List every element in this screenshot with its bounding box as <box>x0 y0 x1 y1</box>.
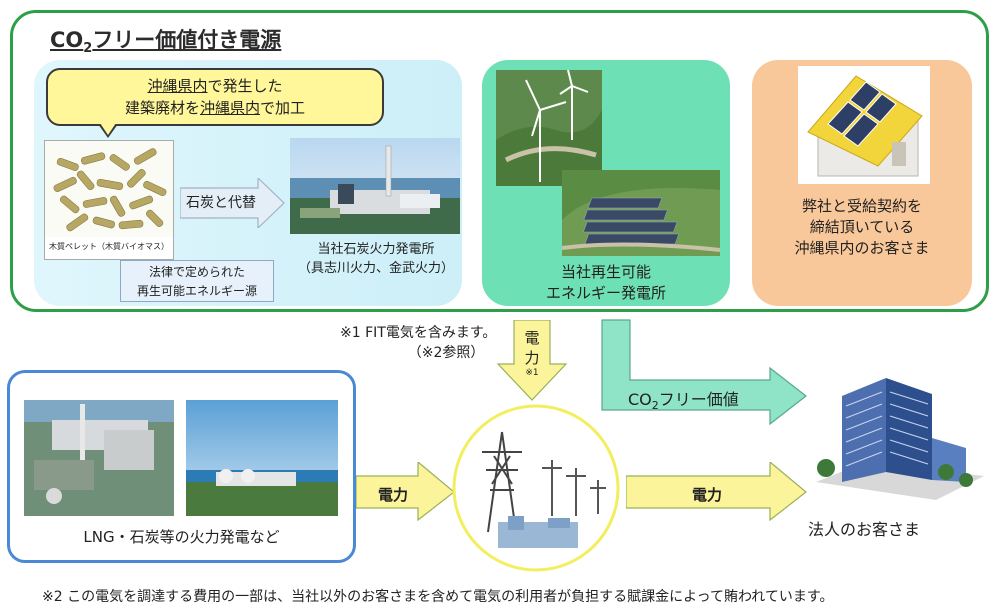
power-arrow-right <box>626 462 807 522</box>
co2-free-value-label: CO2フリー価値 <box>628 390 739 413</box>
source-bubble: 沖縄県内で発生した 建築廃材を沖縄県内で加工 <box>46 68 384 126</box>
contract-customer-caption: 弊社と受給契約を 締結頂いている 沖縄県内のお客さま <box>794 197 930 257</box>
pellet-caption: 木質ペレット（木質バイオマス） <box>49 242 169 251</box>
coal-plant-photo <box>290 138 460 234</box>
legal-renewable-label: 法律で定められた 再生可能エネルギー源 <box>120 260 274 302</box>
coal-plant-caption: 当社石炭火力発電所 （具志川火力、金武火力） <box>297 242 454 276</box>
wind-turbine-photo <box>496 70 602 186</box>
fit-note: ※1 FIT電気を含みます。 （※2参照） <box>340 325 497 361</box>
thermal-caption: LNG・石炭等の火力発電など <box>83 528 280 546</box>
power-arrow-left <box>356 462 455 522</box>
co2-free-value-arrow <box>601 319 807 426</box>
renewable-caption: 当社再生可能 エネルギー発電所 <box>545 263 666 302</box>
wood-pellet-photo: 木質ペレット（木質バイオマス） <box>44 140 174 260</box>
power-left-label: 電力 <box>378 486 409 504</box>
solar-farm-photo <box>562 170 720 256</box>
grid-circle <box>452 404 620 572</box>
thermal-frame <box>7 370 356 563</box>
replace-coal-label: 石炭と代替 <box>186 195 256 211</box>
thermal-plant-photo-1 <box>24 400 174 516</box>
solar-house-image <box>798 66 930 184</box>
footnote: ※2 この電気を調達する費用の一部は、当社以外のお客さまを含めて電気の利用者が負… <box>42 589 834 605</box>
corporate-customer-label: 法人のお客さま <box>808 520 921 539</box>
pellet-image <box>45 141 173 237</box>
power-down-label: 電 力 ※1 <box>524 329 540 378</box>
power-down-arrow <box>496 320 568 401</box>
section-title: CO2フリー価値付き電源 <box>50 28 282 57</box>
office-building-image <box>816 378 984 500</box>
power-right-label: 電力 <box>692 486 723 504</box>
thermal-plant-photo-2 <box>186 400 338 516</box>
replace-coal-arrow <box>180 178 285 228</box>
